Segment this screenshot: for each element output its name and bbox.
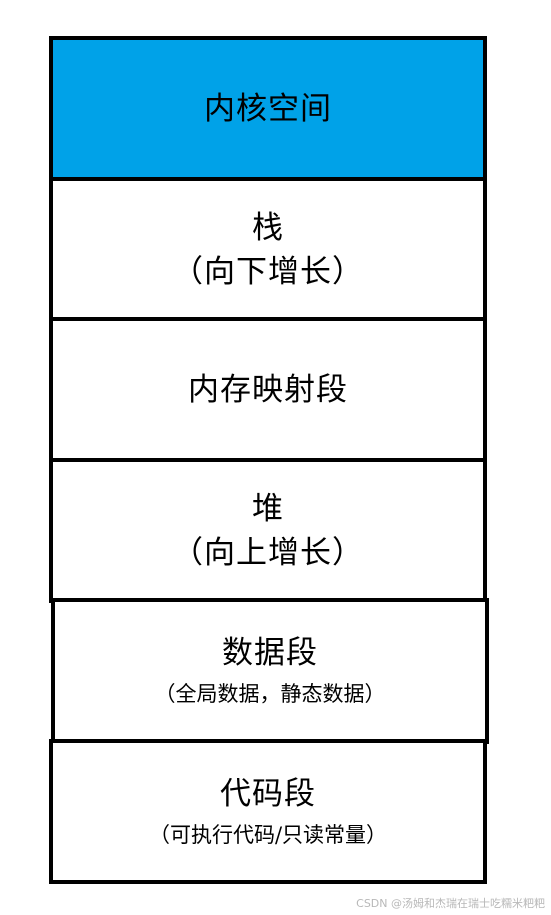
segment-note: （向下增长）: [172, 253, 364, 290]
segment-memory-mapping: 内存映射段: [49, 317, 487, 463]
segment-note: （向上增长）: [172, 534, 364, 571]
segment-stack: 栈 （向下增长）: [49, 177, 487, 322]
segment-note: （可执行代码/只读常量）: [148, 822, 388, 847]
segment-kernel-space: 内核空间: [49, 36, 487, 182]
segment-label: 数据段: [222, 635, 318, 671]
segment-code: 代码段 （可执行代码/只读常量）: [49, 739, 487, 884]
segment-label: 栈: [252, 209, 284, 246]
segment-label: 内核空间: [204, 91, 332, 127]
segment-heap: 堆 （向上增长）: [49, 458, 487, 603]
watermark: CSDN @汤姆和杰瑞在瑞士吃糯米粑粑: [356, 897, 545, 910]
segment-data: 数据段 （全局数据，静态数据）: [51, 598, 489, 744]
segment-label: 内存映射段: [188, 372, 348, 408]
segment-note: （全局数据，静态数据）: [154, 682, 386, 706]
segment-label: 堆: [252, 490, 284, 527]
segment-label: 代码段: [220, 775, 316, 812]
